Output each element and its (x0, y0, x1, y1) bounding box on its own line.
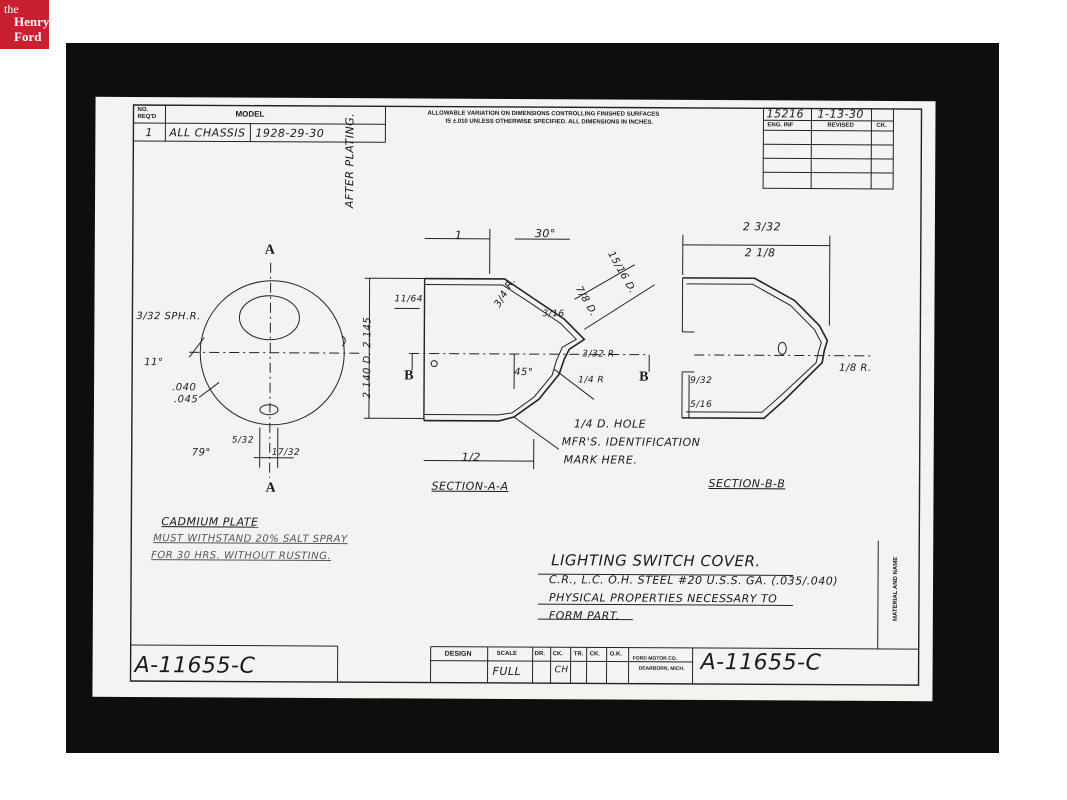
dim-045: .045 (173, 394, 199, 406)
logo-the: the (4, 2, 19, 16)
dim-5-16: 5/16 (689, 399, 713, 411)
dim-040: .040 (172, 382, 197, 394)
rev-date: 1-13-30 (817, 107, 864, 121)
dim-1: 1 (454, 228, 463, 242)
material-line2: PHYSICAL PROPERTIES NECESSARY TO (548, 591, 778, 606)
dim-1-4r: 1/4 R (578, 375, 605, 386)
dim-11-64: 11/64 (394, 294, 423, 305)
henry-ford-logo: the Henry Ford (0, 0, 49, 49)
tolerance-line1: ALLOWABLE VARIATION ON DIMENSIONS CONTRO… (427, 110, 660, 118)
section-aa-label: SECTION-A-A (431, 479, 509, 493)
section-marker-b-left: B (404, 368, 414, 384)
dim-9-32: 9/32 (690, 375, 713, 387)
dim-1-2: 1/2 (461, 450, 481, 464)
dim-angle-11: 11° (144, 357, 164, 369)
header-model: ALL CHASSIS (169, 126, 246, 140)
drawing-number-right: A-11655-C (700, 649, 822, 676)
dim-2-1-8: 2 1/8 (744, 246, 776, 260)
title-scale-value: FULL (492, 664, 522, 679)
dim-3-32-r: 3/32 R (582, 349, 615, 360)
part-name: LIGHTING SWITCH COVER. (551, 551, 761, 571)
title-dr-label: DR. (534, 651, 546, 658)
drawing-number-left: A-11655-C (134, 653, 256, 679)
material-line1: C.R., L.C. O.H. STEEL #20 U.S.S. GA. (.0… (549, 573, 839, 588)
title-ck2-label: CK. (589, 651, 601, 658)
rev-revised: REVISED (827, 122, 854, 129)
section-marker-a-top: A (264, 242, 275, 258)
header-no-reqd: NO. REQ'D (137, 107, 157, 121)
dim-5-32: 5/32 (231, 435, 255, 446)
dim-30deg: 30° (534, 227, 556, 241)
note-salt-spray: MUST WITHSTAND 20% SALT SPRAY (153, 533, 348, 546)
dim-17-32: 17/32 (271, 447, 301, 458)
rev-eng-no: 15216 (766, 107, 805, 121)
note-cadmium-plate: CADMIUM PLATE (161, 515, 259, 529)
title-ok-label: O.K. (609, 651, 623, 658)
header-years: 1928-29-30 (255, 126, 325, 141)
note-hole: 1/4 D. HOLE (573, 417, 647, 431)
title-initials: CH (554, 665, 569, 676)
title-tr-label: TR. (573, 651, 584, 658)
dim-1-8r: 1/8 R. (839, 362, 872, 374)
tolerance-line2: IS ±.010 UNLESS OTHERWISE SPECIFIED. ALL… (445, 118, 654, 126)
header-model-label: MODEL (235, 109, 265, 119)
rev-eng-inf: ENG. INF (767, 122, 794, 129)
dim-diameter: 2.140 D. 2.145 (362, 316, 374, 399)
company-line1: FORD MOTOR CO. (632, 655, 678, 662)
section-marker-b-right: B (639, 369, 649, 385)
photo-frame: NO. REQ'D MODEL 1 ALL CHASSIS 1928-29-30… (66, 43, 999, 753)
dim-3-16: 3/16 (542, 309, 565, 320)
logo-henry: Henry (14, 14, 50, 29)
title-scale-label: SCALE (496, 650, 518, 658)
drawing-sheet: NO. REQ'D MODEL 1 ALL CHASSIS 1928-29-30… (92, 96, 936, 702)
rev-ck: CK. (876, 122, 887, 129)
title-design-label: DESIGN (444, 650, 472, 658)
material-line3: FORM PART. (548, 609, 620, 623)
note-mark-here: MARK HERE. (563, 453, 638, 467)
note-mfr-identification: MFR'S. IDENTIFICATION (561, 435, 701, 449)
after-plating-note: AFTER PLATING. (342, 112, 357, 209)
dim-2-3-32: 2 3/32 (742, 220, 782, 234)
dim-angle-45: 45° (514, 367, 534, 379)
dim-sph-r: 3/32 SPH.R. (136, 311, 201, 323)
section-bb-label: SECTION-B-B (708, 477, 786, 491)
logo-ford: Ford (14, 29, 42, 44)
material-and-name-label: MATERIAL AND NAME (892, 556, 900, 622)
header-qty: 1 (145, 126, 153, 140)
dim-angle-79: 79° (191, 447, 211, 459)
drawing-linework (129, 104, 923, 686)
title-ck-label: CK. (552, 651, 564, 658)
note-hours: FOR 30 HRS. WITHOUT RUSTING. (151, 550, 332, 563)
section-marker-a-bottom: A (265, 480, 276, 496)
company-line2: DEARBORN, MICH. (638, 665, 685, 672)
